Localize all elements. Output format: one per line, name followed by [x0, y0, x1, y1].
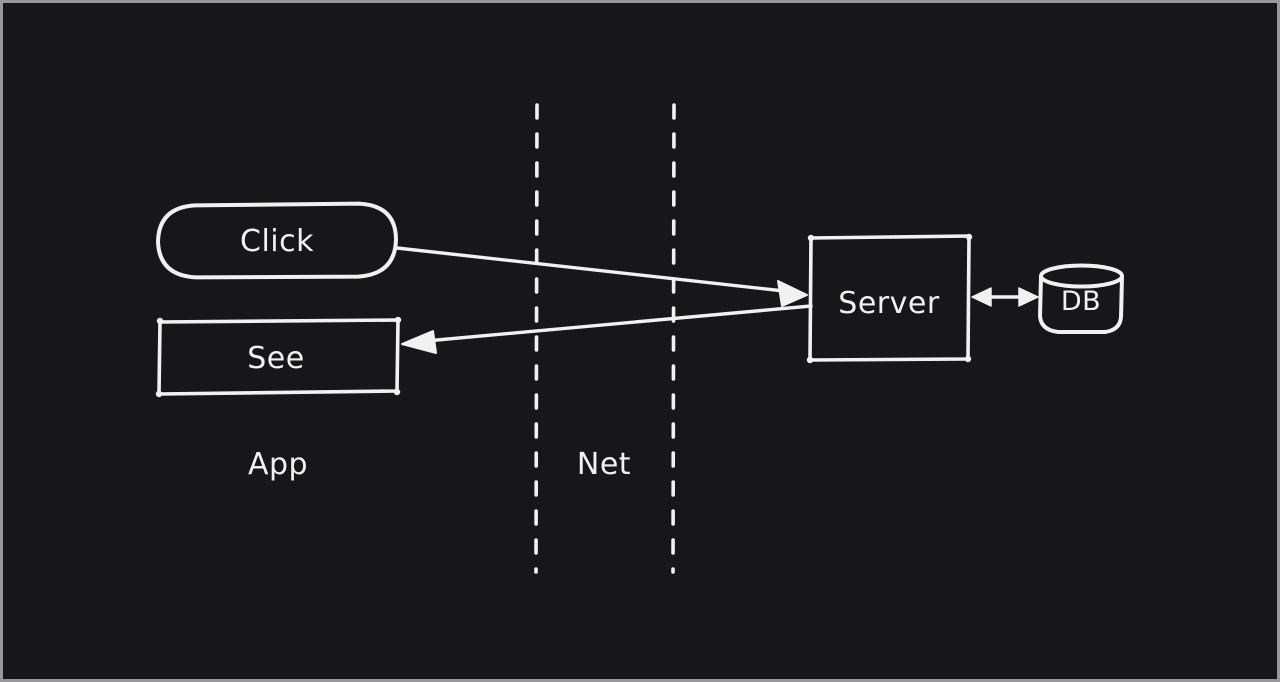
edge-server-to-db	[971, 287, 1039, 307]
node-click-label: Click	[240, 224, 314, 259]
node-see: See	[155, 316, 402, 398]
node-see-corner-dot	[155, 390, 163, 398]
node-see-corner-dot	[156, 317, 164, 325]
edge-server-to-see	[401, 304, 813, 354]
edge-click-to-server-line	[395, 246, 786, 293]
edge-server-to-db-right-arrowhead-icon	[1018, 287, 1039, 307]
edge-server-to-see-line	[424, 304, 813, 343]
zone-net-label: Net	[577, 447, 631, 482]
node-server-corner-dot	[965, 233, 973, 241]
node-server-corner-dot	[807, 234, 815, 242]
node-see-label: See	[247, 341, 304, 376]
edge-server-to-see-arrowhead-icon	[401, 330, 437, 354]
zone-app-label: App	[248, 447, 308, 482]
node-see-corner-dot	[394, 316, 402, 324]
node-db: DB	[1038, 263, 1124, 334]
node-db-label: DB	[1061, 286, 1101, 317]
edge-click-to-server-arrowhead-icon	[777, 280, 808, 307]
net-boundary-left-line	[534, 103, 539, 574]
node-click-shape	[156, 201, 398, 280]
node-click: Click	[156, 201, 398, 280]
edge-server-to-db-left-arrowhead-icon	[971, 287, 992, 307]
node-server-corner-dot	[806, 356, 814, 364]
net-boundary-right-line	[671, 103, 676, 574]
node-see-corner-dot	[393, 388, 401, 396]
node-db-body-shape	[1038, 275, 1124, 334]
node-server: Server	[806, 233, 973, 364]
edge-click-to-server	[395, 246, 808, 307]
node-server-corner-dot	[964, 355, 972, 363]
node-db-top-ellipse	[1039, 263, 1124, 289]
node-server-label: Server	[838, 286, 940, 321]
diagram-svg: Click See Server DB App Net	[155, 103, 1124, 574]
